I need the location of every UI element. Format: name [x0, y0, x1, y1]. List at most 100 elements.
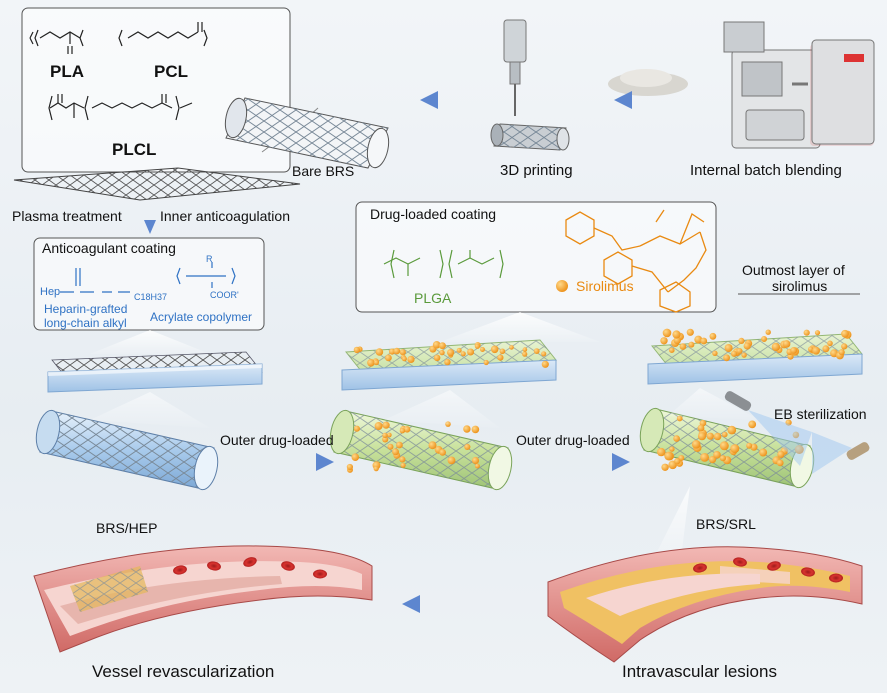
sirolimus-particle — [713, 451, 721, 459]
sirolimus-particle — [731, 350, 738, 357]
sirolimus-particle — [392, 448, 399, 456]
sirolimus-particle — [827, 340, 833, 347]
red-blood-cell — [281, 561, 295, 571]
sirolimus-particle — [447, 456, 456, 465]
label-outmost-line1: Outmost layer of — [742, 262, 845, 278]
printer-image — [490, 19, 570, 151]
sirolimus-particle — [403, 426, 411, 433]
sirolimus-particle — [674, 458, 681, 465]
red-blood-cell — [767, 561, 781, 571]
slab-anticoag — [47, 351, 263, 393]
sirolimus-particle — [386, 432, 392, 438]
sirolimus-particle — [841, 329, 849, 338]
sirolimus-particle — [661, 463, 669, 471]
sirolimus-particle — [694, 335, 703, 344]
sirolimus-particle — [790, 347, 798, 354]
sirolimus-particle — [657, 447, 666, 457]
sirolimus-particle — [480, 347, 485, 352]
sirolimus-particle — [803, 329, 810, 336]
zoom-cone-2 — [440, 312, 600, 342]
label-coor: COOR' — [210, 290, 239, 300]
label-plga: PLGA — [414, 290, 452, 306]
sirolimus-particle — [400, 462, 406, 468]
zoom-cone-5 — [668, 388, 760, 420]
sirolimus-particle — [474, 343, 480, 349]
label-intravascular-lesions: Intravascular lesions — [622, 662, 777, 681]
sirolimus-particle — [509, 345, 514, 350]
sirolimus-particle — [719, 441, 729, 451]
sirolimus-particle — [374, 422, 383, 430]
sirolimus-particle — [822, 345, 830, 353]
sirolimus-particle — [765, 329, 771, 335]
sirolimus-particle — [399, 349, 406, 356]
sirolimus-particle — [438, 342, 446, 350]
sirolimus-particle — [814, 330, 821, 336]
sirolimus-particle — [686, 328, 694, 336]
sirolimus-particle — [499, 348, 506, 355]
sirolimus-particle — [464, 443, 471, 450]
sirolimus-particle — [691, 440, 701, 449]
label-3d-printing: 3D printing — [500, 162, 573, 179]
sirolimus-particle — [385, 354, 392, 362]
bare-brs-image — [224, 97, 390, 169]
sirolimus-particle — [662, 328, 672, 338]
sirolimus-particle — [660, 337, 668, 345]
sirolimus-particle — [522, 351, 528, 357]
drug-loaded-box — [355, 201, 717, 342]
sirolimus-particle — [353, 425, 360, 432]
sirolimus-particle — [719, 455, 727, 462]
label-heparin-line1: Heparin-grafted — [44, 302, 128, 316]
label-brs-hep: BRS/HEP — [96, 520, 158, 536]
label-c18h37: C18H37 — [134, 292, 168, 302]
tube-brs-srl — [639, 407, 815, 489]
sirolimus-particle — [460, 351, 466, 357]
label-bare-brs: Bare BRS — [292, 163, 355, 179]
label-vessel-revascularization: Vessel revascularization — [92, 662, 275, 681]
sirolimus-structure — [565, 209, 707, 313]
sirolimus-particle — [708, 456, 717, 464]
label-brs-srl: BRS/SRL — [696, 516, 756, 532]
zoom-cone-1 — [90, 330, 210, 354]
sirolimus-particle — [373, 466, 379, 472]
sirolimus-particle — [541, 351, 547, 357]
zoom-cone-6 — [650, 486, 690, 566]
sirolimus-particle — [382, 421, 390, 429]
zoom-cone-4 — [384, 390, 500, 428]
sirolimus-particle — [713, 432, 722, 441]
label-outer-drug-2: Outer drug-loaded — [516, 432, 630, 448]
powder-pile-image — [608, 69, 688, 96]
sirolimus-particle — [407, 355, 415, 363]
sirolimus-particle — [373, 359, 379, 366]
zoom-cone-3 — [90, 392, 210, 428]
sirolimus-particle — [432, 341, 441, 349]
red-blood-cell — [207, 561, 221, 571]
sirolimus-particle — [759, 448, 768, 457]
sirolimus-particle — [748, 420, 757, 429]
label-inner-anticoagulation: Inner anticoagulation — [160, 208, 290, 224]
sirolimus-particle — [782, 340, 791, 348]
sirolimus-particle — [533, 348, 540, 354]
label-plcl: PLCL — [112, 140, 157, 159]
label-internal-batch-blending: Internal batch blending — [690, 162, 842, 179]
sirolimus-particle — [541, 360, 549, 368]
red-blood-cell — [243, 557, 257, 567]
sirolimus-particle — [697, 432, 707, 441]
sirolimus-particle — [838, 349, 845, 356]
sirolimus-particle — [439, 349, 445, 356]
sirolimus-particle — [664, 451, 674, 461]
sirolimus-particle — [428, 441, 437, 450]
sirolimus-particle — [673, 435, 680, 442]
pcl-structure — [118, 22, 208, 47]
sirolimus-particle — [688, 341, 695, 348]
sirolimus-particle — [787, 353, 794, 360]
arrow-hep-to-drug — [220, 453, 334, 471]
plga-structure — [383, 249, 504, 279]
sirolimus-particle — [471, 425, 480, 434]
sirolimus-particle — [522, 347, 528, 352]
mesh-sheet — [13, 167, 301, 201]
label-pla: PLA — [50, 62, 84, 81]
sirolimus-particle — [712, 350, 718, 356]
arrow-drug-to-srl — [514, 453, 630, 471]
sirolimus-particle — [387, 443, 394, 450]
